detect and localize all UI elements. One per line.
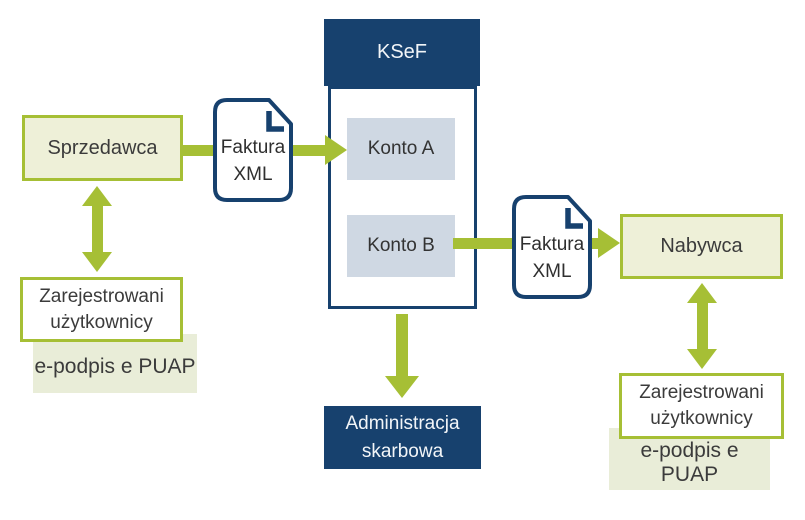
registered-users-left-box: Zarejestrowani użytkownicy (20, 277, 183, 342)
seller-box: Sprzedawca (22, 115, 183, 181)
arrow-invoice-to-konto-a (291, 135, 347, 165)
ksef-header: KSeF (324, 19, 480, 86)
konto-a-box: Konto A (347, 118, 455, 180)
arrow-shaft (696, 303, 708, 349)
konto-b-label: Konto B (367, 235, 435, 256)
registered-users-right-box: Zarejestrowani użytkownicy (619, 373, 784, 439)
konto-a-label: Konto A (367, 138, 435, 159)
arrow-shaft (91, 206, 103, 252)
arrow-shaft (291, 144, 325, 156)
tax-admin-box: Administracja skarbowa (324, 406, 481, 469)
arrow-invoice-to-buyer (590, 228, 620, 258)
invoice-xml-left-label: Faktura XML (220, 137, 286, 185)
epuap-note-left-label: e-podpis e PUAP (34, 354, 196, 378)
document-icon (213, 98, 293, 202)
double-arrow-buyer-users-icon (687, 283, 717, 369)
arrow-down-head-icon (82, 252, 112, 272)
seller-label: Sprzedawca (47, 136, 158, 159)
buyer-label: Nabywca (660, 235, 743, 257)
arrow-shaft (590, 237, 598, 249)
arrow-right-head-icon (325, 135, 347, 165)
arrow-up-head-icon (82, 186, 112, 206)
epuap-note-left-box: e-podpis e PUAP (33, 334, 197, 393)
arrow-down-head-icon (687, 349, 717, 369)
invoice-xml-left: Faktura XML (213, 98, 293, 202)
arrow-ksef-to-tax-admin (385, 314, 419, 398)
arrow-up-head-icon (687, 283, 717, 303)
registered-users-left-label: Zarejestrowani użytkownicy (39, 285, 164, 333)
epuap-note-right-label: e-podpis e PUAP (640, 439, 739, 486)
invoice-xml-right: Faktura XML (512, 195, 592, 299)
double-arrow-seller-users-icon (82, 186, 112, 272)
invoice-xml-right-label: Faktura XML (519, 234, 585, 282)
ksef-title: KSeF (376, 41, 428, 63)
buyer-box: Nabywca (620, 214, 783, 279)
arrow-right-head-icon (598, 228, 620, 258)
arrow-konto-b-to-invoice (453, 238, 513, 249)
tax-admin-label: Administracja skarbowa (345, 412, 460, 462)
arrow-shaft (396, 314, 408, 376)
document-icon (512, 195, 592, 299)
konto-b-box: Konto B (347, 215, 455, 277)
arrow-seller-to-invoice (181, 145, 215, 156)
arrow-down-head-icon (385, 376, 419, 398)
registered-users-right-label: Zarejestrowani użytkownicy (639, 382, 764, 429)
